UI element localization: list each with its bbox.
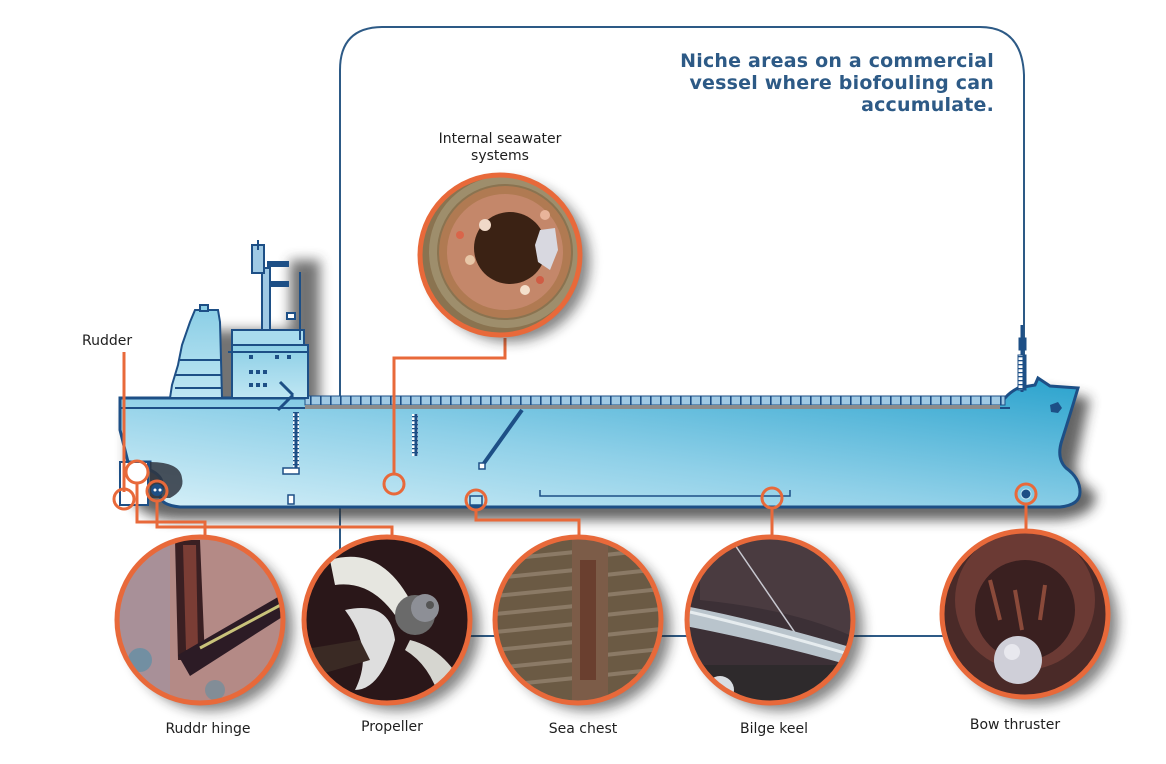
label-bow-thruster: Bow thruster [969, 717, 1061, 733]
label-ruddr-hinge: Ruddr hinge [165, 721, 251, 737]
hull-ladder-mid [412, 414, 418, 456]
stairs [276, 380, 295, 412]
photo-internal-seawater [420, 175, 580, 335]
label-internal-seawater-systems: Internal seawater systems [438, 131, 562, 164]
hull-ladder-stern [293, 412, 299, 468]
photo-sea-chest [495, 537, 661, 703]
photo-propeller [304, 537, 470, 703]
hull-vent-stern [287, 494, 295, 505]
bow-mast [1017, 325, 1027, 392]
sea-chest-marker [469, 495, 483, 506]
ring-sea-chest [492, 534, 664, 706]
frame-outline [339, 26, 1025, 640]
label-propeller: Propeller [361, 719, 423, 735]
bow-thruster-marker [1020, 488, 1032, 500]
hull-ladder-stern-foot [282, 467, 300, 475]
propeller-marker [151, 484, 163, 496]
ring-bilge-keel [684, 534, 856, 706]
bilge-keel-marker [539, 490, 791, 497]
superstructure [168, 240, 309, 399]
ring-ruddr-hinge [114, 534, 286, 706]
deck-walkway [305, 405, 1000, 409]
gangway-foot [478, 462, 486, 470]
ring-bow-thruster [939, 528, 1111, 700]
label-bilge-keel: Bilge keel [739, 721, 809, 737]
label-sea-chest: Sea chest [548, 721, 618, 737]
bridge-windows [249, 355, 291, 387]
label-rudder: Rudder [82, 333, 133, 349]
callout-lines [112, 338, 1038, 537]
deck-railing [304, 395, 1006, 406]
ring-internal-seawater [417, 172, 583, 338]
gangway [480, 408, 524, 468]
photo-bow-thruster [942, 531, 1108, 697]
diagram-title: Niche areas on a commercial vessel where… [680, 50, 994, 116]
bow-anchor-icon [1050, 402, 1062, 413]
ring-propeller [301, 534, 473, 706]
